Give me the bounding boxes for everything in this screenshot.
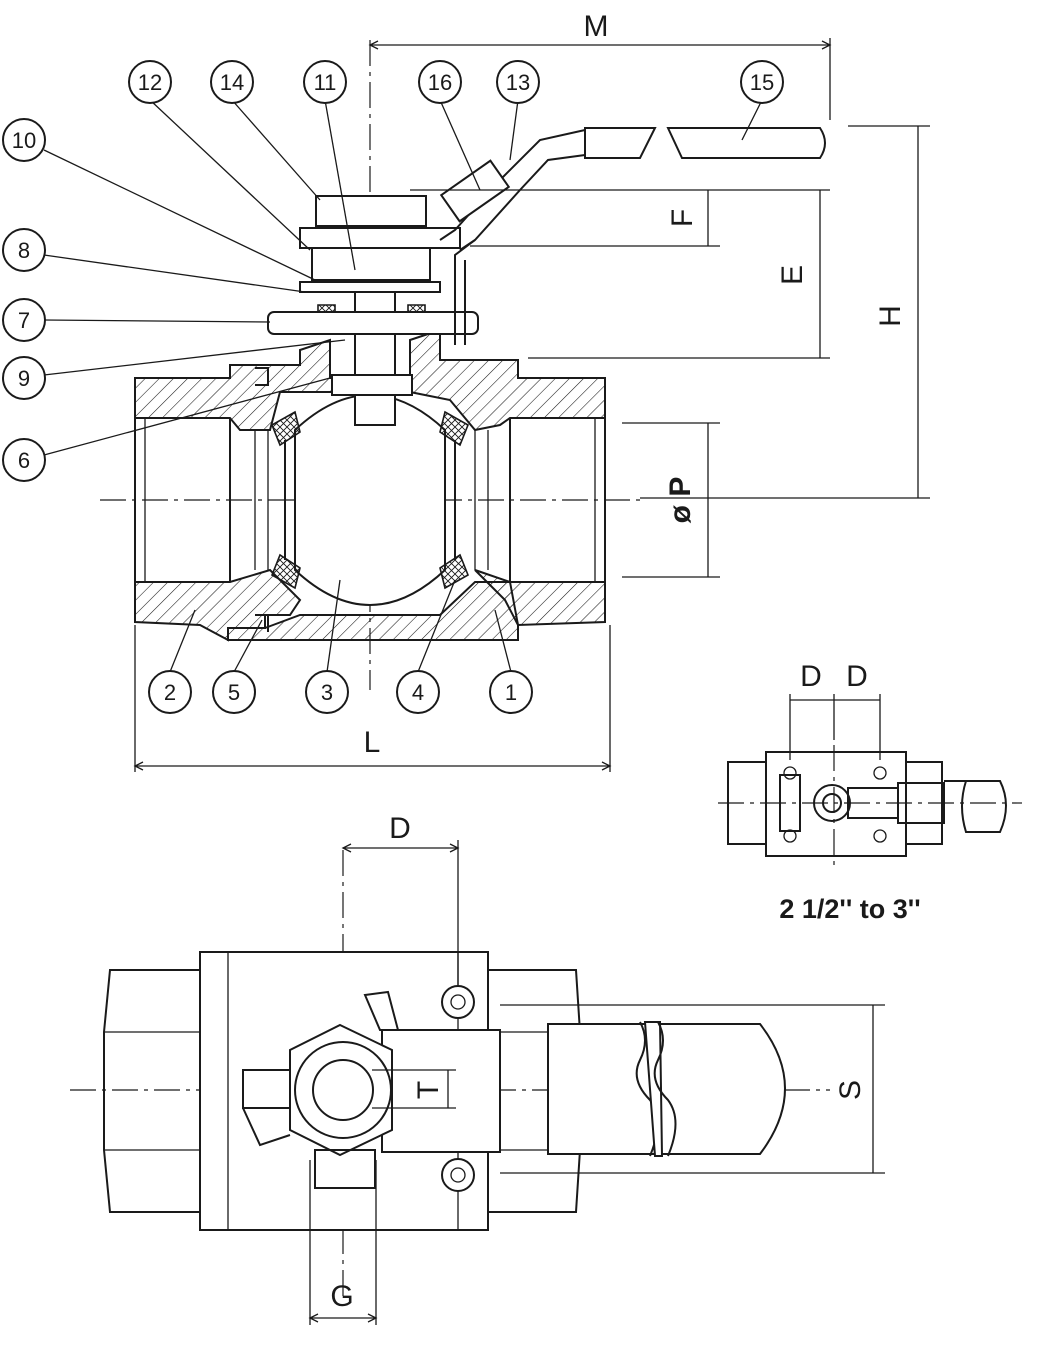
bubble-9: 9 [2,356,46,400]
svg-text:15: 15 [750,70,774,95]
bubble-16: 16 [418,60,462,104]
dim-label-T: T [412,1081,445,1099]
stem-washer [299,281,441,293]
section-view [100,40,826,690]
bubble-1: 1 [489,670,533,714]
bolt-hole-top [441,985,475,1019]
handle-grip-top [547,1023,786,1155]
svg-text:7: 7 [18,308,30,333]
seat-left-bottom [270,553,301,590]
svg-text:3: 3 [321,680,333,705]
svg-text:11: 11 [314,70,337,95]
inset-size-caption: 2 1/2'' to 3'' [779,894,920,924]
bubble-6: 6 [2,438,46,482]
seat-right-top [439,410,470,447]
body-upper-right-section [409,328,606,432]
bubble-12: 12 [128,60,172,104]
dim-label-H: H [874,305,907,327]
section-dimensions: M F E H ø P L [133,10,930,772]
handle-plate [299,227,461,249]
handle-grip [666,127,826,159]
svg-text:16: 16 [428,70,452,95]
svg-text:12: 12 [138,70,162,95]
dim-label-D: D [389,812,411,845]
stop-plate [267,311,479,335]
stem-nut-upper [315,195,427,227]
bolt-hole-bottom [441,1158,475,1192]
dim-label-P: ø P [664,477,697,524]
svg-text:8: 8 [18,238,30,263]
bubble-3: 3 [305,670,349,714]
svg-text:5: 5 [228,680,240,705]
seat-right-bottom [439,553,470,590]
dim-label-G: G [330,1280,353,1313]
part-callouts: 12 14 11 16 13 15 10 8 7 9 6 2 5 3 4 1 [2,60,784,714]
handle-top [381,1029,501,1153]
ball [294,394,446,606]
dim-label-F: F [666,209,699,227]
svg-text:9: 9 [18,366,30,391]
bubble-8: 8 [2,228,46,272]
bubble-7: 7 [2,298,46,342]
svg-text:10: 10 [12,128,36,153]
svg-text:4: 4 [412,680,424,705]
seat-left-top [270,410,301,447]
stem-top [312,1059,374,1121]
inset-view: D D 2 1/2'' to 3'' [718,660,1022,924]
bubble-11: 11 [303,60,347,104]
dim-label-E: E [776,265,809,285]
bubble-13: 13 [496,60,540,104]
top-view: T S D G [70,812,885,1325]
dim-label-S: S [834,1080,867,1100]
stem [354,269,396,426]
bubble-2: 2 [148,670,192,714]
svg-text:2: 2 [164,680,176,705]
dim-label-M: M [584,10,609,43]
dim-label-D-inset-2: D [846,660,868,693]
bubble-14: 14 [210,60,254,104]
dim-label-D-inset-1: D [800,660,822,693]
svg-text:1: 1 [505,680,517,705]
stem-nut-lower [311,247,431,281]
svg-text:6: 6 [18,448,30,473]
svg-text:14: 14 [220,70,244,95]
bubble-4: 4 [396,670,440,714]
svg-text:13: 13 [506,70,530,95]
end-cap-left [103,969,201,1213]
handle-grip-sleeve [439,159,511,223]
dim-label-L: L [364,726,381,759]
bubble-15: 15 [740,60,784,104]
bubble-5: 5 [212,670,256,714]
bubble-10: 10 [2,118,46,162]
